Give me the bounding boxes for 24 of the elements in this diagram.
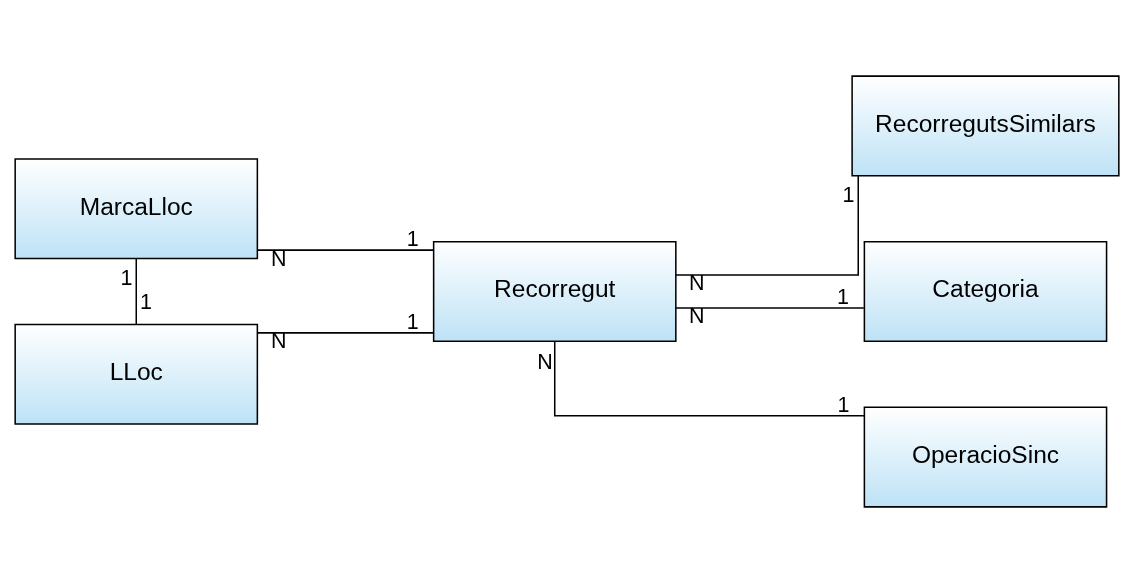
label: N xyxy=(689,271,705,296)
connector xyxy=(135,258,138,326)
label: N xyxy=(537,349,553,374)
node-box: LLoc xyxy=(14,323,259,425)
label: 1 xyxy=(120,266,133,291)
node-box: Recorregut xyxy=(432,240,677,343)
label: N xyxy=(270,246,287,271)
connector xyxy=(675,307,865,309)
connector xyxy=(257,249,435,251)
label: 1 xyxy=(406,227,419,252)
connector xyxy=(257,332,435,334)
label: 1 xyxy=(836,285,849,310)
label: 1 xyxy=(842,183,855,208)
node-box: RecorregutsSimilars xyxy=(851,75,1120,177)
node-box: MarcaLloc xyxy=(14,158,259,260)
label: N xyxy=(688,304,705,329)
label: N xyxy=(270,329,287,354)
label: 1 xyxy=(140,290,152,315)
connector xyxy=(553,341,866,417)
label: 1 xyxy=(837,392,850,417)
label: 1 xyxy=(406,309,419,334)
node-box: OperacioSinc xyxy=(863,406,1108,508)
connector xyxy=(675,175,859,276)
node-box: Categoria xyxy=(863,240,1108,343)
